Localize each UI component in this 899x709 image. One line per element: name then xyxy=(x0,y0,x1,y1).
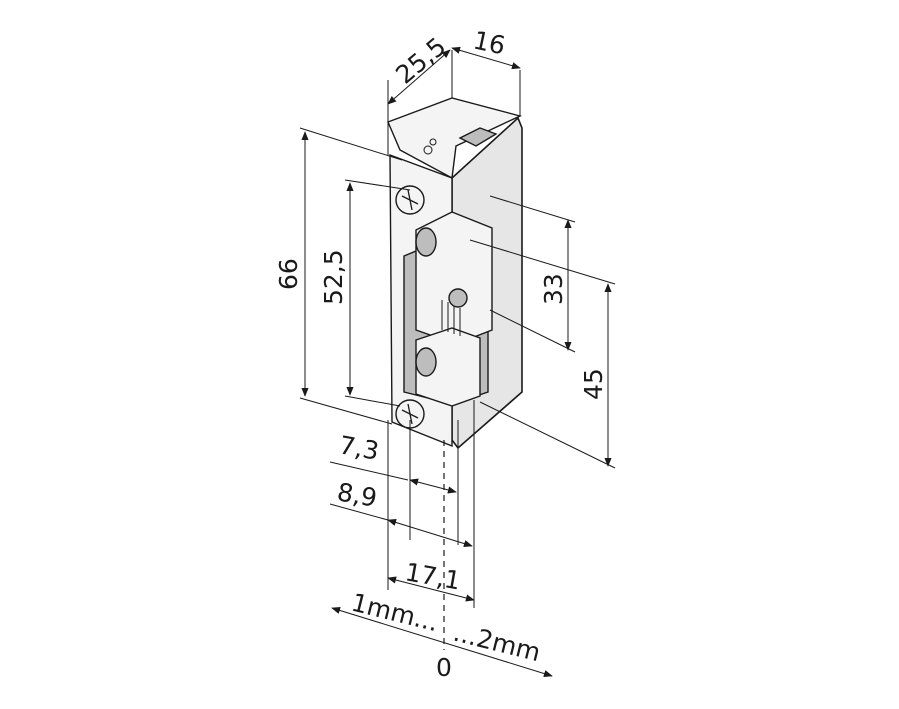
dim-height-total-label: 66 xyxy=(274,258,303,290)
top-hole xyxy=(423,145,433,155)
dim-height-inner-label: 52,5 xyxy=(319,249,348,305)
top-slot xyxy=(458,127,498,147)
dim-width-top-label: 16 xyxy=(471,26,508,61)
dim-line-offset-b-arrow xyxy=(387,518,473,548)
screw-upper-icon xyxy=(395,185,425,215)
top-hole xyxy=(429,138,437,146)
dim-line-offset-b xyxy=(329,503,389,521)
adjustment-left-label: 1mm... xyxy=(349,588,442,638)
roller-lower xyxy=(415,347,437,377)
dim-lip-upper-label: 33 xyxy=(539,273,568,305)
dim-line-offset-a xyxy=(329,461,409,481)
strike-body xyxy=(387,97,523,450)
dim-line-width-top xyxy=(451,46,521,70)
dim-offset-a-label: 7,3 xyxy=(337,430,381,465)
dim-line-offset-a-arrow xyxy=(409,478,457,494)
center-pin xyxy=(448,288,468,308)
roller-upper xyxy=(415,227,437,257)
dim-depth-label: 25,5 xyxy=(390,32,451,90)
adjustment-range-line xyxy=(331,606,553,678)
dim-width-bottom-label: 17,1 xyxy=(403,557,463,595)
adjustment-zero-label: 0 xyxy=(436,653,452,682)
adjustment-right-label: ...2mm xyxy=(451,618,544,668)
dim-offset-b-label: 8,9 xyxy=(335,477,379,512)
dim-line-depth xyxy=(387,49,451,105)
dim-lip-lower-label: 45 xyxy=(579,368,608,400)
dim-line-width-bottom xyxy=(387,576,475,602)
latch-lower xyxy=(415,327,481,407)
